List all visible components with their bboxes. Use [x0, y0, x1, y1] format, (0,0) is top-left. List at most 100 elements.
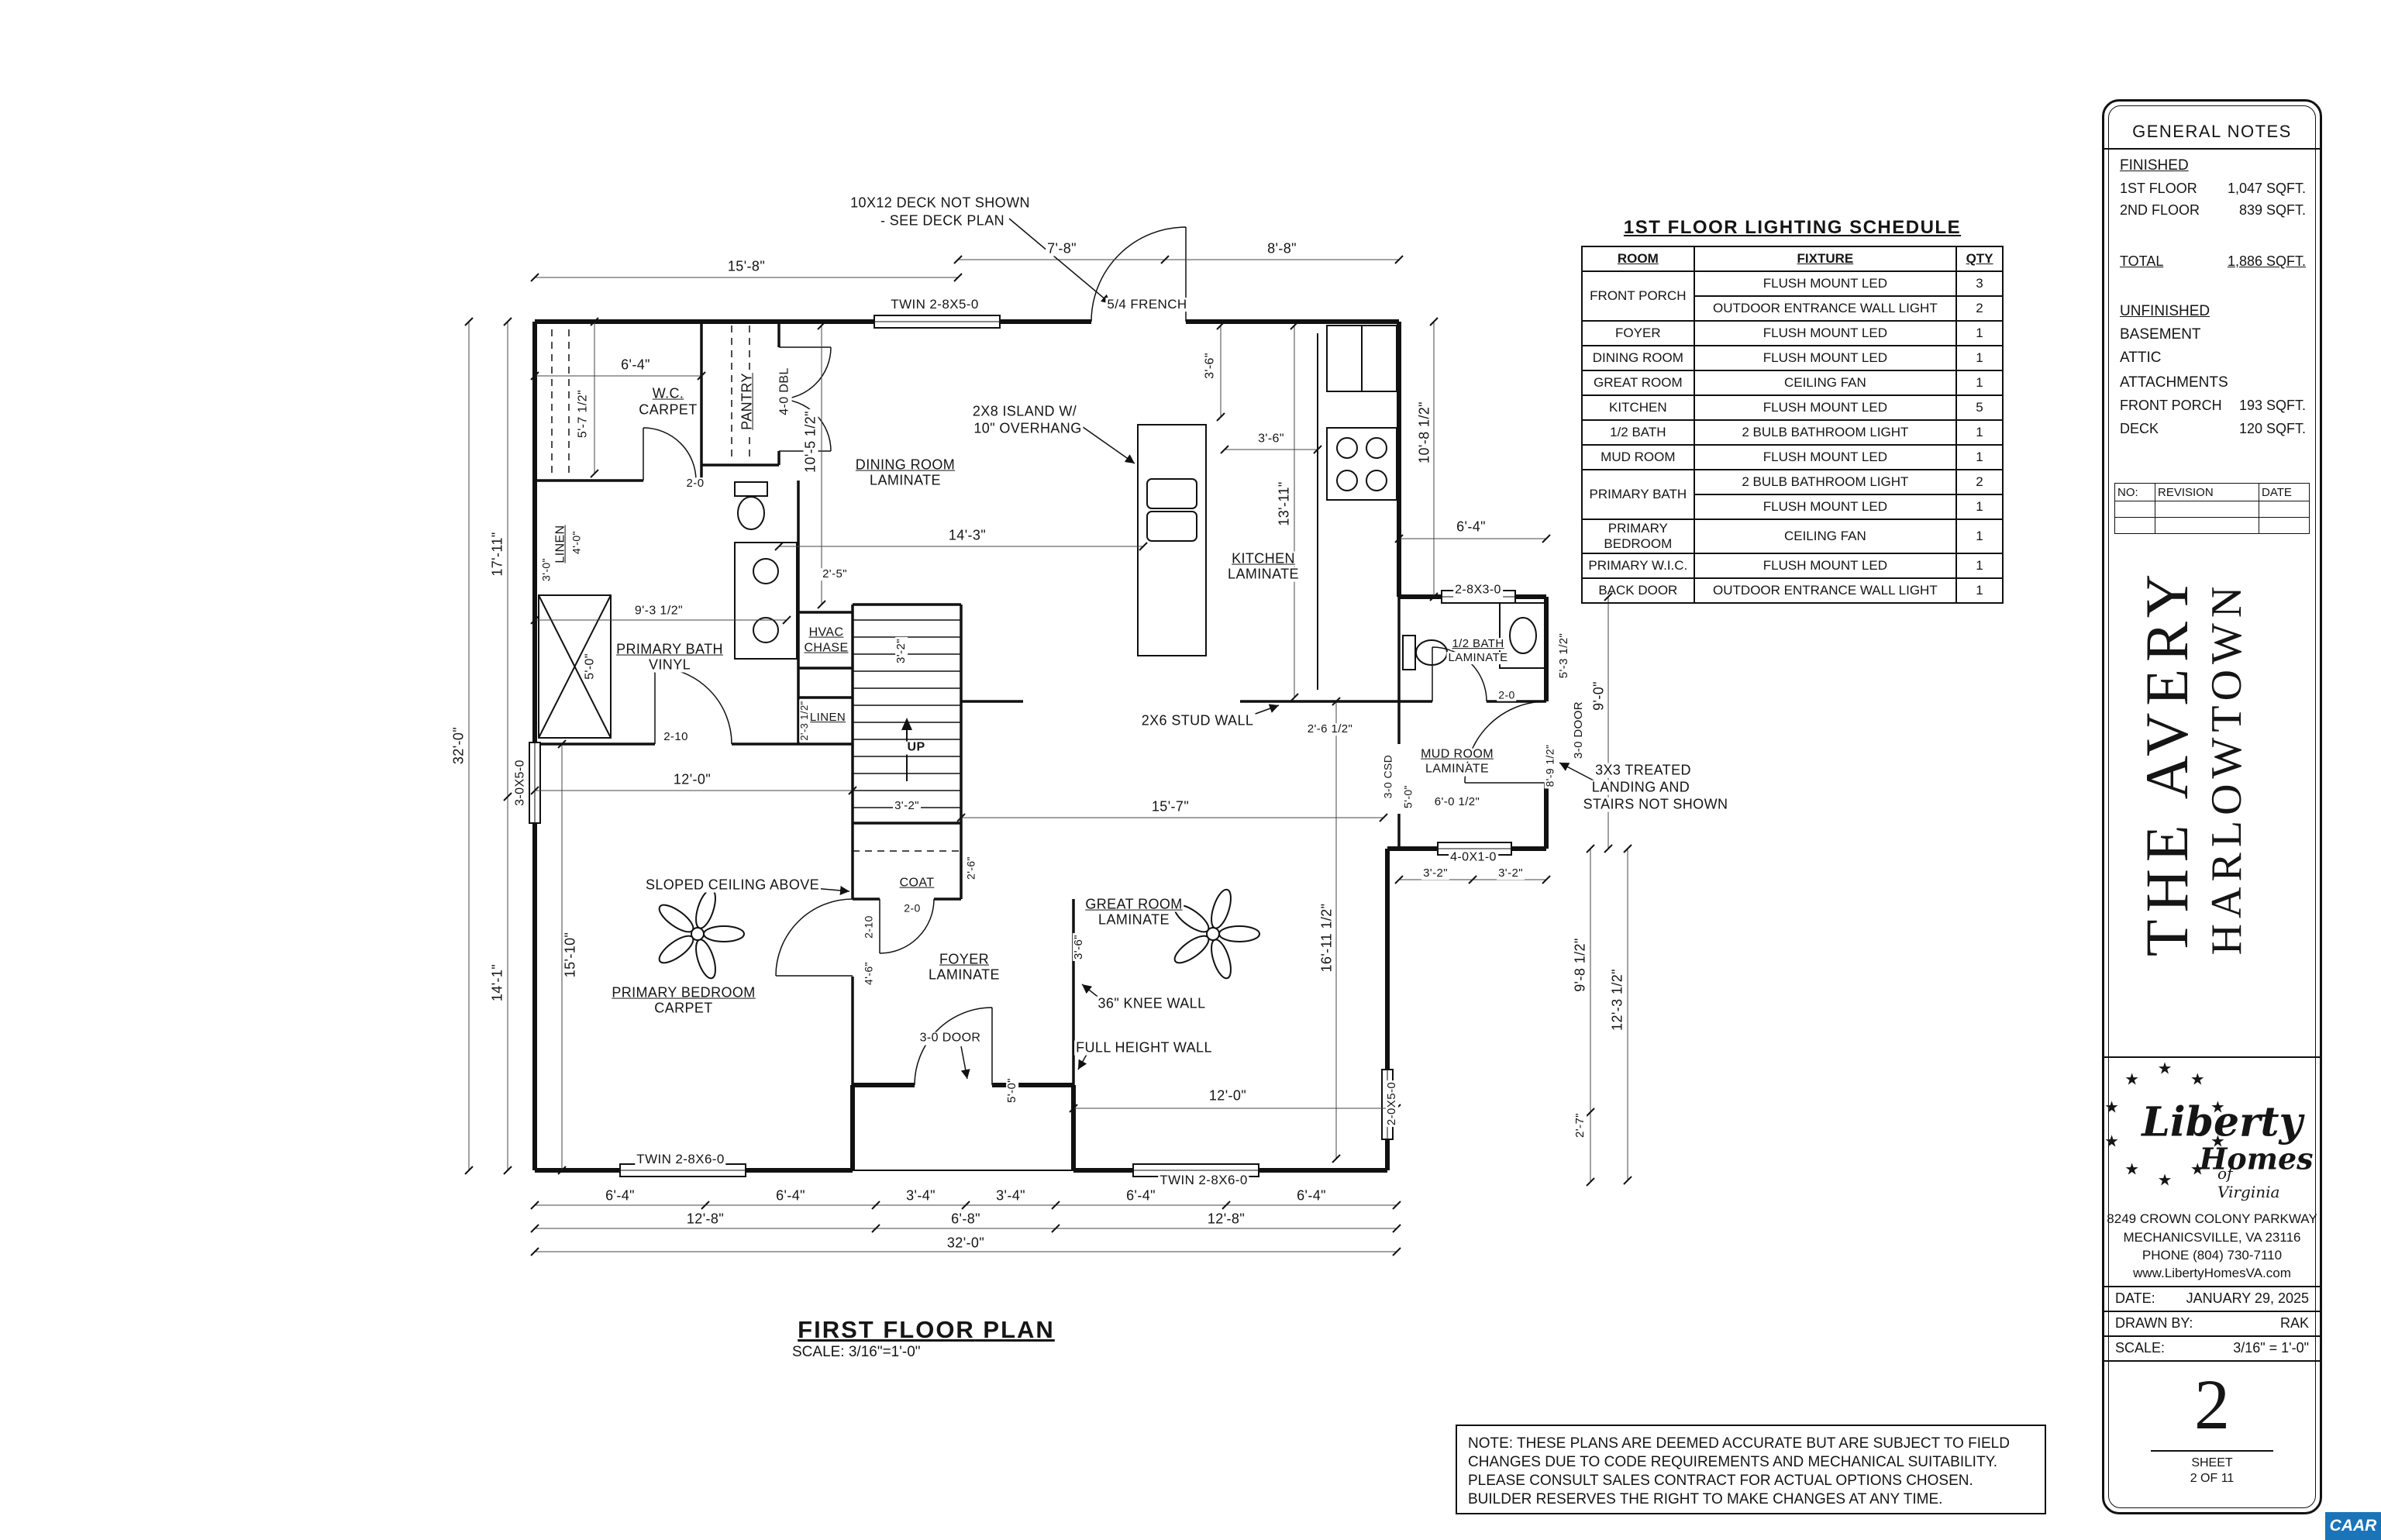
- builder-logo-sub: Homes: [2199, 1141, 2314, 1177]
- date-value: JANUARY 29, 2025: [2186, 1290, 2309, 1306]
- toilet: [1415, 639, 1448, 666]
- front-porch-row: FRONT PORCH 193 SQFT.: [2120, 398, 2306, 414]
- schedule-header-row: ROOM FIXTURE QTY: [1581, 246, 2004, 272]
- star-icon: ★: [2157, 1059, 2173, 1078]
- schedule-qty-cell: 5: [1955, 394, 2004, 421]
- schedule-col-fixture: FIXTURE: [1693, 246, 1958, 272]
- drawn-by-row: DRAWN BY: RAK: [2115, 1315, 2309, 1332]
- note-line: BUILDER RESERVES THE RIGHT TO MAKE CHANG…: [1468, 1491, 1943, 1507]
- divider: [2104, 148, 2320, 150]
- schedule-qty-cell: 1: [1955, 519, 2004, 554]
- deck-label: DECK: [2120, 421, 2159, 436]
- sheet-label: SHEET: [2191, 1456, 2233, 1469]
- plans-note-box: NOTE: THESE PLANS ARE DEEMED ACCURATE BU…: [1456, 1425, 2046, 1514]
- schedule-qty-cell: 1: [1955, 577, 2004, 604]
- schedule-fixture-cell: 2 BULB BATHROOM LIGHT: [1693, 419, 1958, 446]
- revision-table: NO: REVISION DATE: [2114, 483, 2310, 534]
- star-icon: ★: [2157, 1171, 2173, 1190]
- schedule-qty-cell: 1: [1955, 444, 2004, 470]
- note-line: PLEASE CONSULT SALES CONTRACT FOR ACTUAL…: [1468, 1473, 1973, 1489]
- walls-layer: [464, 218, 1632, 1256]
- plan-title: FIRST FLOOR PLAN: [798, 1316, 1055, 1343]
- schedule-col-room: ROOM: [1581, 246, 1695, 272]
- schedule-room-cell: BACK DOOR: [1581, 577, 1695, 604]
- schedule-room-cell: DINING ROOM: [1581, 345, 1695, 371]
- unfinished-item: BASEMENT: [2120, 326, 2201, 343]
- schedule-fixture-cell: FLUSH MOUNT LED: [1693, 444, 1958, 470]
- schedule-col-qty: QTY: [1955, 246, 2004, 272]
- address-line: MECHANICSVILLE, VA 23116: [2123, 1230, 2301, 1245]
- doors-layer: [643, 226, 1547, 1086]
- unfinished-item: ATTIC: [2120, 350, 2162, 366]
- total-row: TOTAL 1,886 SQFT.: [2120, 253, 2306, 270]
- star-icon: ★: [2190, 1160, 2205, 1179]
- kitchen-island: [1137, 424, 1207, 656]
- schedule-qty-cell: 1: [1955, 370, 2004, 396]
- schedule-room-cell: GREAT ROOM: [1581, 370, 1695, 396]
- date-row: DATE: JANUARY 29, 2025: [2115, 1290, 2309, 1307]
- second-floor-row: 2ND FLOOR 839 SQFT.: [2120, 202, 2306, 219]
- star-icon: ★: [2104, 1132, 2119, 1151]
- schedule-qty-cell: 1: [1955, 553, 2004, 579]
- divider: [2104, 1335, 2320, 1337]
- schedule-qty-cell: 2: [1955, 295, 2004, 322]
- kitchen-sink-basin: [1146, 511, 1197, 542]
- note-line: CHANGES DUE TO CODE REQUIREMENTS AND MEC…: [1468, 1454, 1998, 1470]
- unfinished-label: UNFINISHED: [2120, 303, 2210, 319]
- star-icon: ★: [2124, 1160, 2140, 1179]
- star-icon: ★: [2190, 1070, 2205, 1089]
- lighting-schedule-title: 1ST FLOOR LIGHTING SCHEDULE: [1623, 217, 1962, 238]
- scale-row: SCALE: 3/16" = 1'-0": [2115, 1340, 2309, 1356]
- revision-empty-row: [2114, 517, 2310, 534]
- schedule-fixture-cell: CEILING FAN: [1693, 519, 1958, 554]
- website-line: www.LibertyHomesVA.com: [2133, 1266, 2291, 1280]
- drawn-by-label: DRAWN BY:: [2115, 1315, 2193, 1331]
- star-icon: ★: [2104, 1098, 2119, 1117]
- schedule-qty-cell: 1: [1955, 320, 2004, 346]
- divider: [2151, 1450, 2273, 1452]
- first-floor-value: 1,047 SQFT.: [2227, 181, 2306, 196]
- schedule-fixture-cell: FLUSH MOUNT LED: [1693, 494, 1958, 520]
- schedule-fixture-cell: FLUSH MOUNT LED: [1693, 270, 1958, 297]
- sheet-of: 2 OF 11: [2190, 1472, 2235, 1485]
- range: [1326, 427, 1397, 501]
- schedule-fixture-cell: FLUSH MOUNT LED: [1693, 345, 1958, 371]
- scale-value: 3/16" = 1'-0": [2233, 1340, 2309, 1356]
- drawn-by-value: RAK: [2279, 1315, 2309, 1331]
- vanity-sink: [753, 617, 779, 643]
- schedule-room-cell: FOYER: [1581, 320, 1695, 346]
- note-line: NOTE: THESE PLANS ARE DEEMED ACCURATE BU…: [1468, 1435, 2010, 1452]
- date-label: DATE:: [2115, 1290, 2155, 1306]
- schedule-room-cell: 1/2 BATH: [1581, 419, 1695, 446]
- dimension-ticks: [464, 255, 1632, 1256]
- total-label: TOTAL: [2120, 253, 2164, 269]
- second-floor-value: 839 SQFT.: [2238, 202, 2306, 218]
- schedule-room-cell: PRIMARY BEDROOM: [1581, 519, 1695, 554]
- revision-empty-row: [2114, 501, 2310, 518]
- schedule-room-cell: KITCHEN: [1581, 394, 1695, 421]
- builder-logo-tagline: of Virginia: [2217, 1164, 2280, 1201]
- caar-logo-text: CAAR: [2329, 1517, 2377, 1535]
- caar-logo: CAAR: [2325, 1512, 2381, 1540]
- deck-value: 120 SQFT.: [2238, 421, 2306, 436]
- address-line: 8249 CROWN COLONY PARKWAY: [2107, 1211, 2317, 1226]
- ceiling-fan-icon: [1170, 886, 1260, 982]
- model-name-primary: THE AVERY: [2133, 567, 2200, 957]
- schedule-room-cell: PRIMARY W.I.C.: [1581, 553, 1695, 579]
- schedule-fixture-cell: OUTDOOR ENTRANCE WALL LIGHT: [1693, 295, 1958, 322]
- double-vanity: [734, 542, 798, 660]
- title-block-inner-border: [2108, 105, 2316, 1508]
- schedule-room-cell: FRONT PORCH: [1581, 270, 1695, 322]
- schedule-room-cell: PRIMARY BATH: [1581, 469, 1695, 520]
- rev-col-date: DATE: [2259, 483, 2310, 501]
